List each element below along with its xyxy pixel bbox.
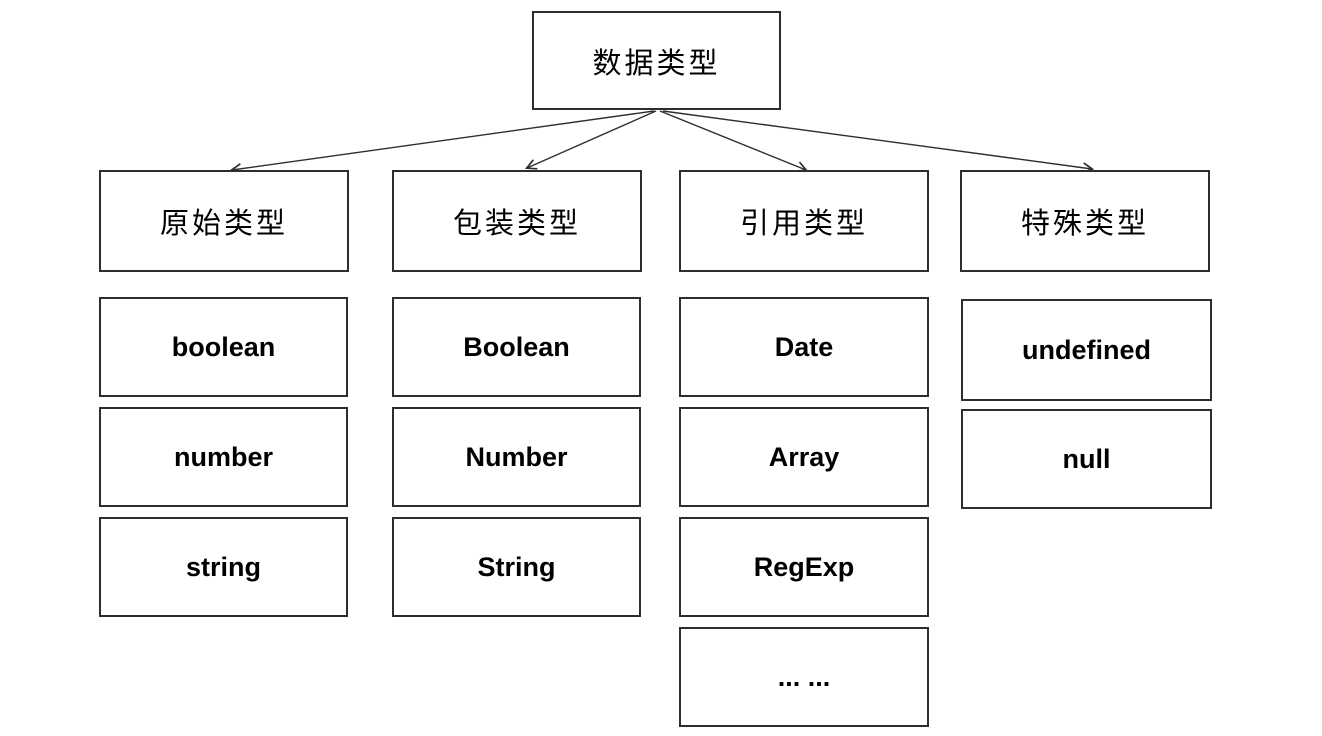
node-regexp: RegExp <box>679 517 929 617</box>
node-category-primitive: 原始类型 <box>99 170 349 272</box>
category-label: 包装类型 <box>452 208 581 240</box>
node-label: null <box>1062 443 1111 474</box>
arrow-root-to-wrapper <box>527 110 657 168</box>
node-number-wrapper: Number <box>392 407 641 507</box>
node-ellipsis: ... ... <box>679 627 929 727</box>
node-category-special: 特殊类型 <box>960 170 1210 272</box>
node-string-wrapper: String <box>392 517 641 617</box>
node-label: boolean <box>171 331 276 362</box>
node-label: Number <box>465 441 568 472</box>
node-string: string <box>99 517 348 617</box>
node-category-reference: 引用类型 <box>679 170 929 272</box>
arrow-root-to-special <box>662 110 1092 169</box>
category-label: 特殊类型 <box>1020 208 1149 240</box>
node-date: Date <box>679 297 929 397</box>
node-label: undefined <box>1022 334 1151 365</box>
node-label: Boolean <box>463 331 570 362</box>
node-number: number <box>99 407 348 507</box>
category-label: 原始类型 <box>159 208 288 240</box>
node-undefined: undefined <box>961 299 1212 401</box>
node-label: number <box>173 441 273 472</box>
node-array: Array <box>679 407 929 507</box>
node-label: string <box>185 551 261 582</box>
node-category-wrapper: 包装类型 <box>392 170 642 272</box>
node-label: Date <box>774 331 834 362</box>
arrow-root-to-reference <box>659 110 806 170</box>
node-root: 数据类型 <box>532 11 781 110</box>
node-label: Array <box>768 441 840 472</box>
node-root-label: 数据类型 <box>592 47 721 80</box>
node-label: String <box>477 551 556 582</box>
node-boolean-wrapper: Boolean <box>392 297 641 397</box>
node-label: ... ... <box>777 661 831 692</box>
node-label: RegExp <box>753 551 855 582</box>
arrow-root-to-primitive <box>232 110 655 170</box>
node-null: null <box>961 409 1212 509</box>
node-boolean: boolean <box>99 297 348 397</box>
category-label: 引用类型 <box>739 208 868 240</box>
